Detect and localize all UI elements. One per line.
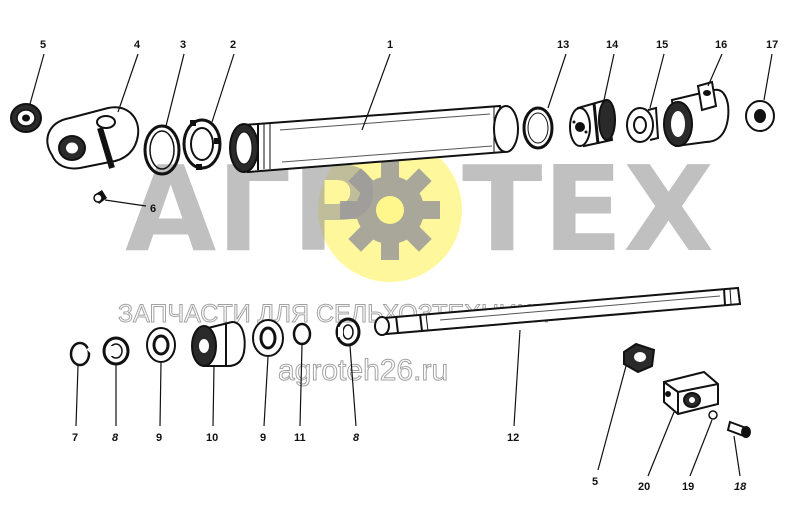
- part-17-nut: [745, 100, 775, 132]
- part-11-small-o-ring: [292, 322, 312, 346]
- part-8-split-ring-right: [335, 317, 361, 347]
- part-15-ring-nut: [626, 106, 660, 143]
- callout-5: 5: [592, 476, 598, 488]
- part-1-cylinder-tube: [229, 104, 519, 174]
- callout-11: 11: [294, 432, 306, 444]
- part-13-o-ring: [522, 106, 554, 150]
- callout-9: 9: [156, 432, 162, 444]
- callout-4: 4: [134, 39, 141, 51]
- part-14-piston: [569, 98, 616, 148]
- callout-14: 14: [606, 39, 619, 51]
- callout-3: 3: [180, 39, 186, 51]
- callout-17: 17: [766, 39, 778, 51]
- part-8-split-ring-left: [102, 336, 130, 366]
- callout-15: 15: [656, 39, 668, 51]
- part-9-washer-middle: [252, 319, 284, 357]
- callout-18: 18: [734, 481, 747, 493]
- callout-9: 9: [260, 432, 266, 444]
- part-4-eye-end: [46, 106, 140, 170]
- part-16-cylinder-head: [663, 80, 730, 148]
- callout-2: 2: [230, 39, 236, 51]
- part-19-washer: [708, 410, 718, 420]
- gear-icon: [340, 160, 440, 260]
- callout-10: 10: [206, 432, 218, 444]
- part-6-grease-nipple: [93, 190, 107, 204]
- part-9-washer-left: [146, 327, 176, 363]
- watermark-brand-right: ТЕХ: [462, 140, 714, 278]
- watermark-url: agroteh26.ru: [278, 354, 448, 387]
- part-7-snap-ring: [69, 341, 94, 367]
- callout-20: 20: [638, 481, 650, 493]
- part-3-o-ring: [143, 124, 181, 176]
- callout-7: 7: [72, 432, 78, 444]
- leader-lines: [29, 53, 773, 477]
- part-10-guide-bush: [191, 320, 246, 367]
- callout-1: 1: [387, 39, 393, 51]
- part-12-piston-rod: [374, 286, 742, 336]
- callout-13: 13: [557, 39, 569, 51]
- part-18-screw: [726, 420, 751, 438]
- callout-16: 16: [715, 39, 727, 51]
- part-5-nut-bottom: [623, 342, 656, 374]
- callout-5: 5: [40, 39, 46, 51]
- callout-8: 8: [353, 432, 360, 444]
- callout-6: 6: [150, 203, 156, 215]
- callout-12: 12: [507, 432, 519, 444]
- part-5-nut: [10, 103, 42, 133]
- callout-labels: 5 4 3 2 1 6 13 14 15 16 17 7 8 9 10 9 11…: [40, 39, 778, 493]
- part-20-rod-eye-block: [663, 370, 719, 416]
- part-2-lock-washer: [182, 118, 222, 170]
- callout-19: 19: [682, 481, 694, 493]
- callout-8: 8: [112, 432, 119, 444]
